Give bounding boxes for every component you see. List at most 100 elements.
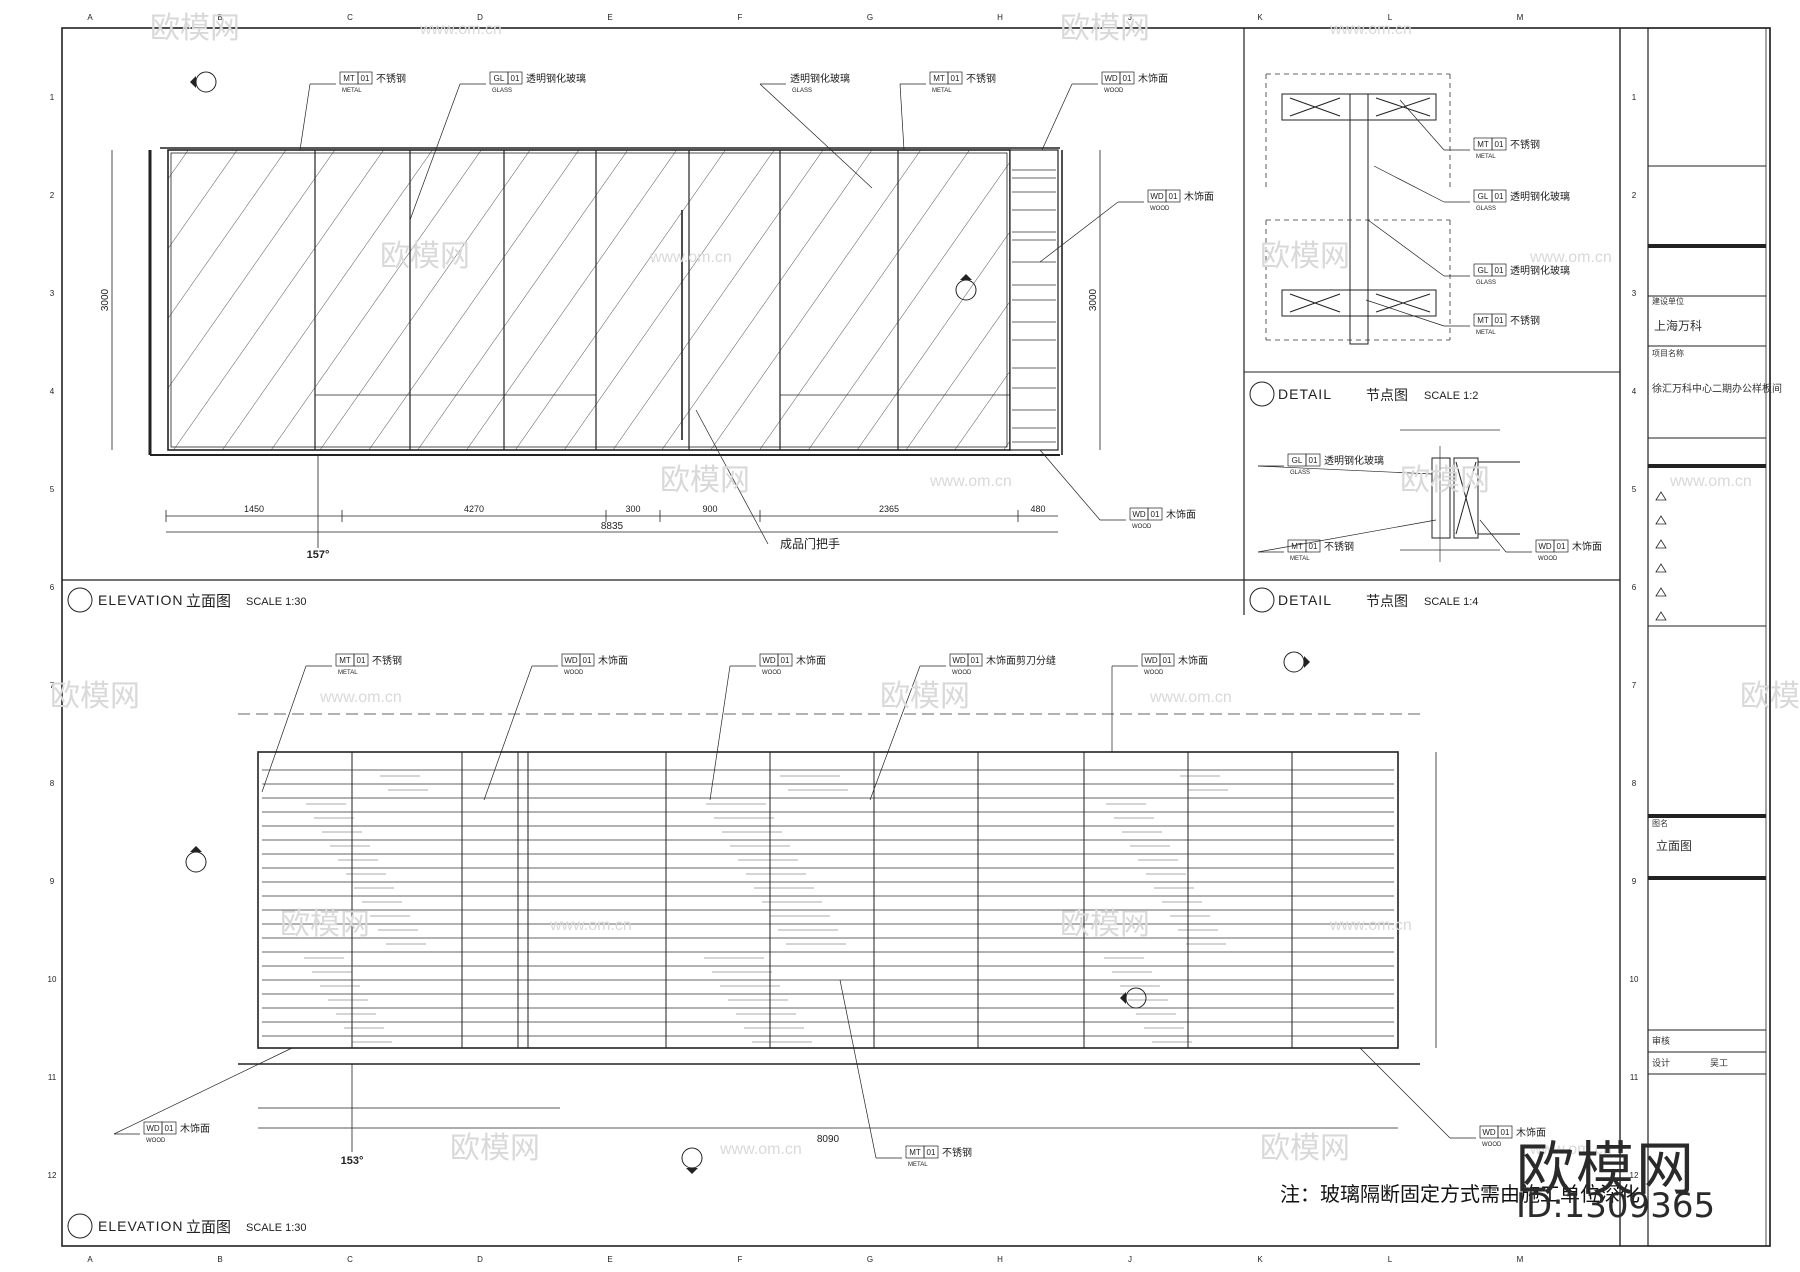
callout-name: 木饰面	[180, 1122, 210, 1135]
callout-name: 透明钢化玻璃	[1324, 454, 1384, 467]
grid-number: 8	[50, 779, 55, 788]
detail1-title-scale: SCALE 1:2	[1424, 390, 1478, 402]
dim-value: 1450	[244, 504, 264, 514]
callout-name: 木饰面	[1516, 1126, 1546, 1139]
callout-num-box	[1491, 263, 1507, 277]
watermark-url: www.om.cn	[649, 249, 732, 266]
callout-num-box	[353, 653, 369, 667]
callout-sub: WOOD	[1144, 670, 1164, 676]
callout-num-box	[1147, 507, 1163, 521]
callout-sub: GLASS	[1290, 470, 1310, 476]
section-marker-icon	[955, 274, 977, 301]
detail2-dims	[1400, 429, 1500, 562]
callout-num-box	[1491, 189, 1507, 203]
callout-leader	[899, 83, 905, 151]
detail2-title-en: DETAIL	[1278, 592, 1332, 608]
callout-num-box	[1553, 539, 1569, 553]
grid-letter: D	[477, 1255, 483, 1264]
callout-leader	[1365, 299, 1445, 327]
callout-sub: WOOD	[1104, 88, 1124, 94]
watermark-url: www.om.cn	[1149, 689, 1232, 706]
elevation-title: ELEVATION 立面图 SCALE 1:30	[67, 587, 307, 613]
grid-letter: M	[1517, 13, 1524, 22]
callout-code: MT	[343, 74, 355, 83]
grid-number: 6	[50, 583, 55, 592]
callout-num-box	[947, 71, 963, 85]
grid-letter: B	[217, 1255, 222, 1264]
callout-sub: GLASS	[1476, 206, 1496, 212]
callout-num: 01	[165, 1124, 174, 1133]
wood-panel-joints	[351, 752, 1293, 1048]
callout-leader	[869, 665, 921, 801]
detail-title-2: DETAIL 节点图 SCALE 1:4	[1249, 587, 1478, 613]
callout-sub: METAL	[342, 88, 362, 94]
callout-leader	[839, 979, 877, 1159]
grid-number: 10	[1630, 975, 1639, 984]
bottom-angle: 153°	[341, 1155, 364, 1167]
callout-name: 不锈钢	[376, 72, 406, 85]
callout-num-box	[1159, 653, 1175, 667]
detail-title-1: DETAIL 节点图 SCALE 1:2	[1249, 381, 1478, 407]
callout-code: MT	[1291, 542, 1303, 551]
top-dim-right: 3000	[1088, 288, 1099, 311]
callout-code: WD	[564, 656, 578, 665]
grid-number: 2	[1632, 191, 1637, 200]
callout-num: 01	[1495, 140, 1504, 149]
callout-num: 01	[1557, 542, 1566, 551]
watermark-url: www.om.cn	[419, 21, 502, 38]
callout-num-box	[1497, 1125, 1513, 1139]
callout-name: 不锈钢	[372, 654, 402, 667]
grid-number: 3	[1632, 289, 1637, 298]
top-angle: 157°	[307, 549, 330, 561]
callout-code: GL	[1478, 192, 1489, 201]
brand-id: ID:1309365	[1516, 1186, 1716, 1226]
watermark-url: www.om.cn	[1329, 21, 1412, 38]
grid-number: 9	[1632, 877, 1637, 886]
callout-sub: GLASS	[792, 88, 812, 94]
callout-leader	[1041, 83, 1073, 151]
detail-title-icon	[1249, 587, 1275, 613]
callout-name: 木饰面	[1572, 540, 1602, 553]
callout-code: WD	[1482, 1128, 1496, 1137]
callout-sub: WOOD	[564, 670, 584, 676]
client: 上海万科	[1654, 318, 1702, 333]
watermark-url: www.om.cn	[1529, 1141, 1612, 1158]
detail1-title-cn: 节点图	[1366, 387, 1408, 403]
field-1-label: 审核	[1652, 1035, 1670, 1046]
grid-letter: G	[867, 1255, 873, 1264]
callout-num: 01	[1309, 542, 1318, 551]
callout-num-box	[923, 1145, 939, 1159]
callout-sub: GLASS	[1476, 280, 1496, 286]
callout-sub: WOOD	[762, 670, 782, 676]
watermark-url: www.om.cn	[1669, 473, 1752, 490]
callout-num: 01	[951, 74, 960, 83]
callout-name: 木饰面	[1178, 654, 1208, 667]
callout-code: WD	[1104, 74, 1118, 83]
detail-title-icon	[1249, 381, 1275, 407]
callout-sub: METAL	[1476, 154, 1496, 160]
callout-num: 01	[511, 74, 520, 83]
callout-num: 01	[1123, 74, 1132, 83]
callout-num: 01	[1501, 1128, 1510, 1137]
watermark-text: 欧模网	[1260, 240, 1350, 273]
callout-code: WD	[146, 1124, 160, 1133]
glass-mullions	[314, 150, 899, 450]
watermark-text: 欧模网	[450, 1132, 540, 1165]
grid-letter: M	[1517, 1255, 1524, 1264]
watermark-text: 欧模网	[880, 680, 970, 713]
watermark-url: www.om.cn	[929, 473, 1012, 490]
callout-sub: METAL	[1476, 330, 1496, 336]
